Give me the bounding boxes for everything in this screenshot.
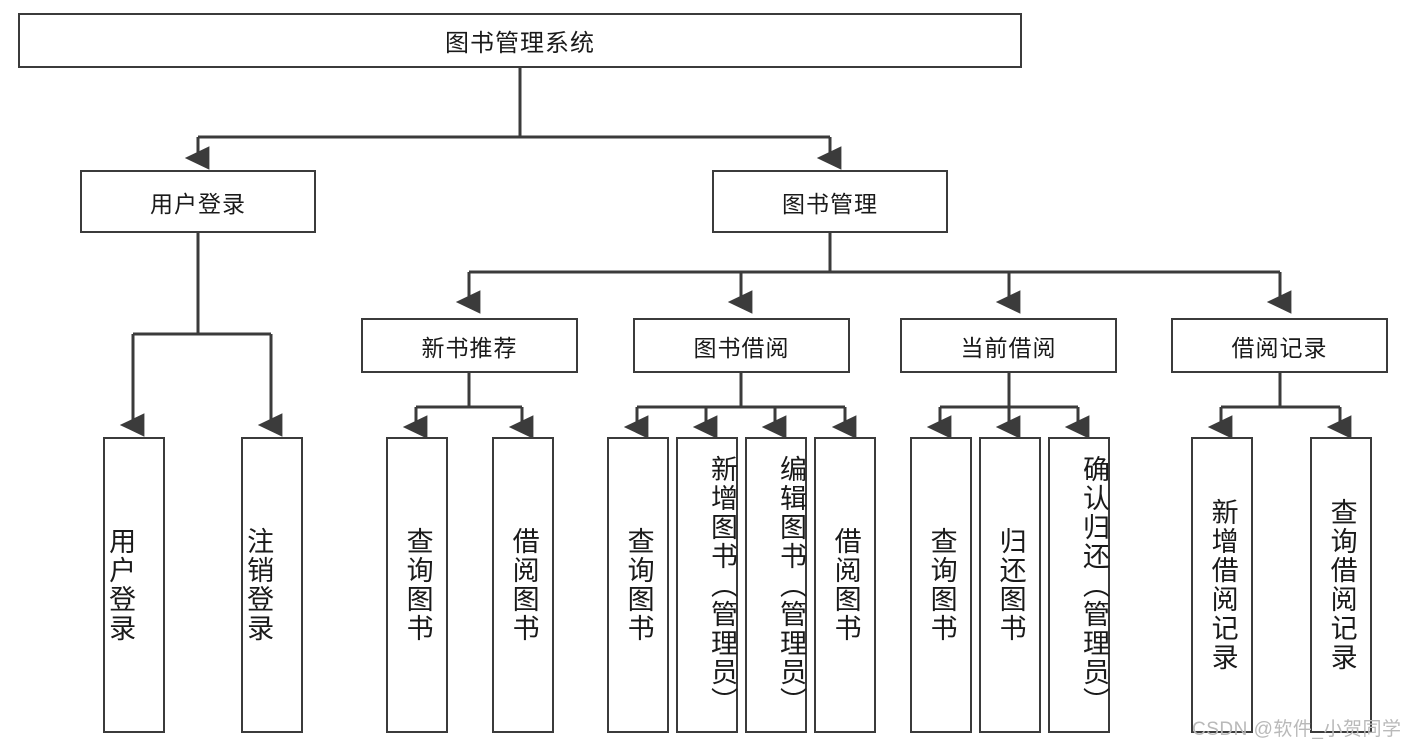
node-label: 用户登录 — [150, 190, 246, 217]
leaf-borrow-book[interactable]: 借阅图书 — [814, 437, 876, 733]
csdn-watermark: CSDN @软件_小贺同学 — [1192, 719, 1402, 740]
node-label: 图书管理 — [782, 190, 878, 217]
leaf-confirm-return-admin[interactable]: 确认归还（管理员） — [1048, 437, 1110, 733]
node-label: 查询图书 — [623, 527, 654, 643]
node-user-login[interactable]: 用户登录 — [80, 170, 316, 233]
node-label: 编辑图书（管理员） — [776, 454, 806, 716]
node-label: 查询图书 — [402, 527, 433, 643]
node-label: 新增图书（管理员） — [707, 454, 737, 716]
node-root-system[interactable]: 图书管理系统 — [18, 13, 1022, 68]
leaf-edit-book-admin[interactable]: 编辑图书（管理员） — [745, 437, 807, 733]
leaf-add-borrow-record[interactable]: 新增借阅记录 — [1191, 437, 1253, 733]
node-book-management[interactable]: 图书管理 — [712, 170, 948, 233]
leaf-query-borrow-record[interactable]: 查询借阅记录 — [1310, 437, 1372, 733]
node-label: 用户登录 — [105, 527, 136, 643]
node-label: 确认归还（管理员） — [1079, 454, 1109, 716]
leaf-logout[interactable]: 注销登录 — [241, 437, 303, 733]
leaf-query-book-recommend[interactable]: 查询图书 — [386, 437, 448, 733]
node-book-borrow[interactable]: 图书借阅 — [633, 318, 850, 373]
node-label: 新增借阅记录 — [1207, 498, 1238, 672]
leaf-query-book-current[interactable]: 查询图书 — [910, 437, 972, 733]
node-label: 图书管理系统 — [445, 30, 595, 57]
node-borrow-record[interactable]: 借阅记录 — [1171, 318, 1388, 373]
node-current-borrow[interactable]: 当前借阅 — [900, 318, 1117, 373]
node-label: 查询借阅记录 — [1326, 498, 1357, 672]
node-label: 借阅图书 — [508, 527, 539, 643]
node-label: 借阅图书 — [830, 527, 861, 643]
leaf-add-book-admin[interactable]: 新增图书（管理员） — [676, 437, 738, 733]
node-label: 新书推荐 — [421, 334, 518, 361]
leaf-query-book-borrow[interactable]: 查询图书 — [607, 437, 669, 733]
node-new-book-recommend[interactable]: 新书推荐 — [361, 318, 578, 373]
leaf-return-book[interactable]: 归还图书 — [979, 437, 1041, 733]
node-label: 查询图书 — [926, 527, 957, 643]
leaf-borrow-book-recommend[interactable]: 借阅图书 — [492, 437, 554, 733]
node-label: 归还图书 — [995, 527, 1026, 643]
node-label: 注销登录 — [243, 527, 274, 643]
node-label: 图书借阅 — [693, 334, 790, 361]
leaf-user-login[interactable]: 用户登录 — [103, 437, 165, 733]
node-label: 借阅记录 — [1231, 334, 1328, 361]
node-label: 当前借阅 — [960, 334, 1057, 361]
